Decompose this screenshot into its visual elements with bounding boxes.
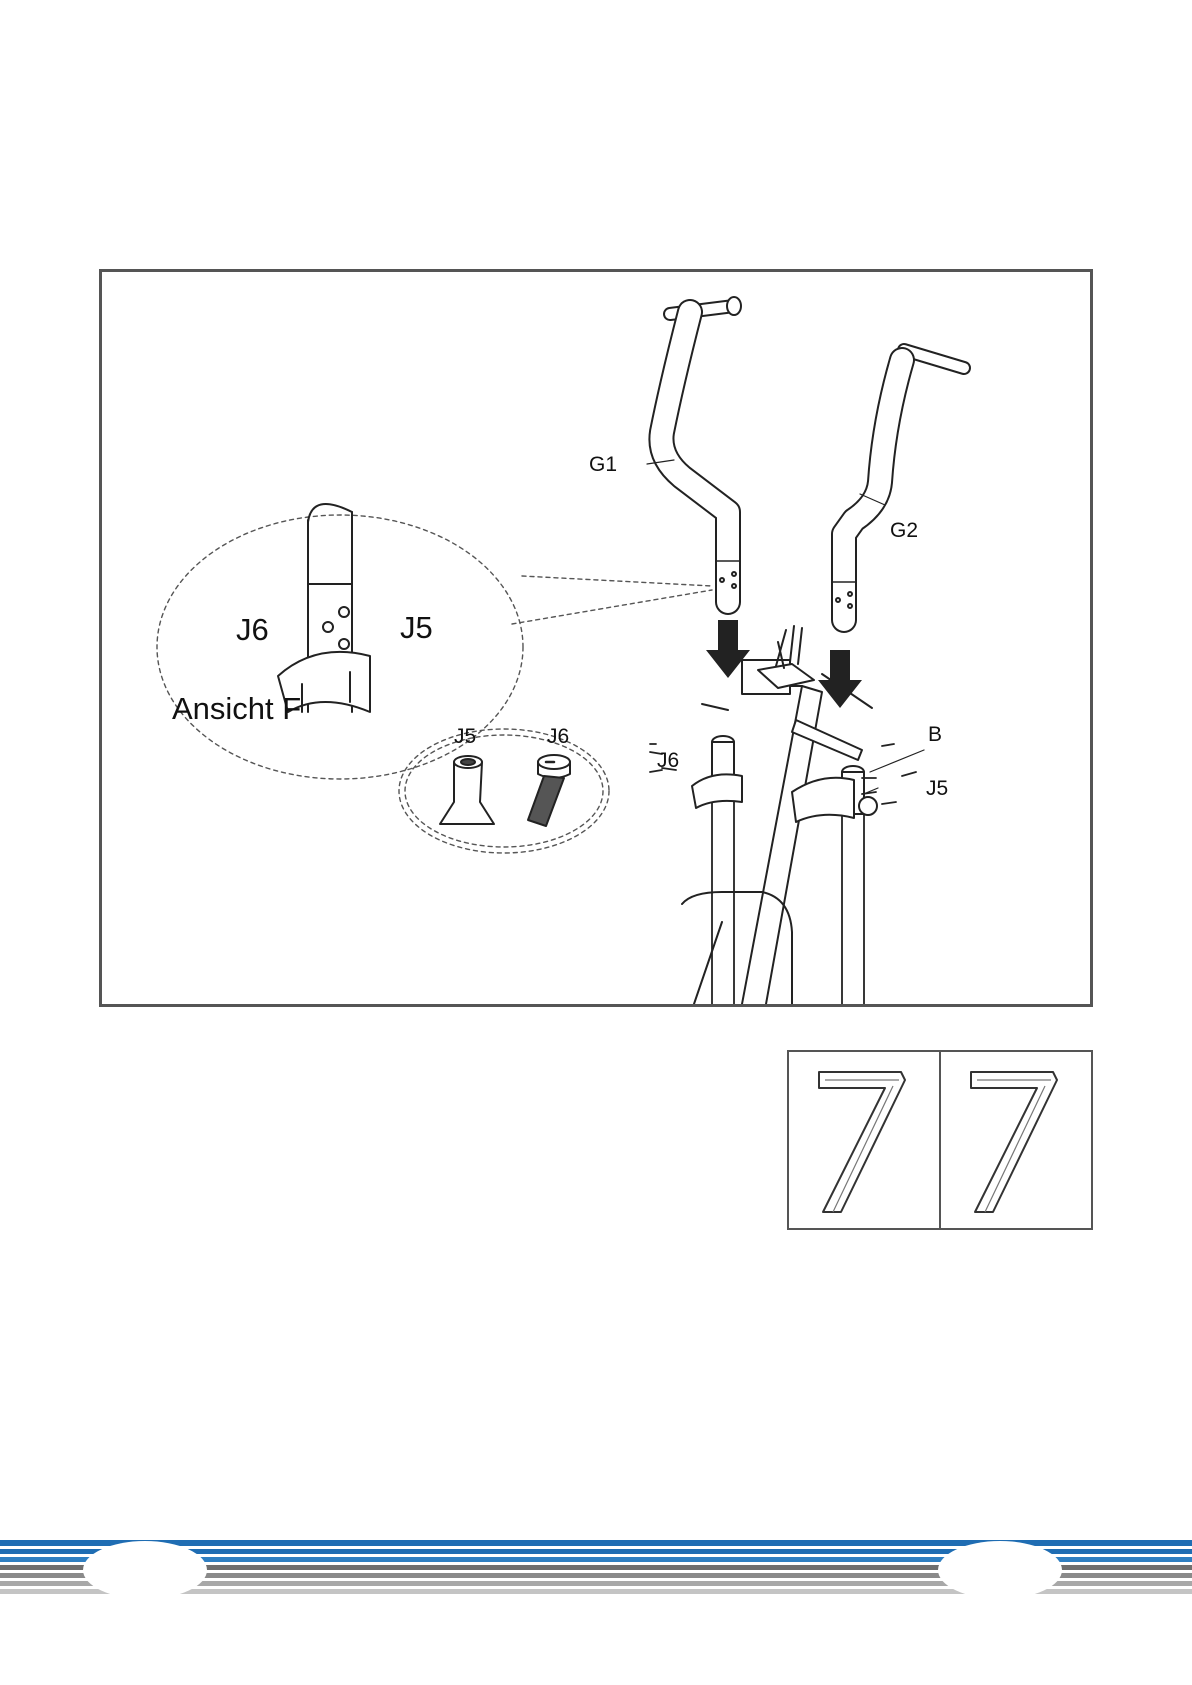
bolt-icon [528, 755, 570, 826]
tools-panel [787, 1050, 1093, 1230]
label-b: B [928, 724, 942, 745]
sleeve-nut-icon [440, 756, 494, 824]
label-zoom-j5: J5 [400, 612, 433, 643]
label-view: Ansicht F [172, 693, 301, 724]
allen-key-icon [941, 1052, 1091, 1228]
label-parts-j6: J6 [547, 726, 569, 747]
label-j5-main: J5 [926, 778, 948, 799]
footer-left-oval [83, 1541, 207, 1599]
allen-key-icon [789, 1052, 939, 1228]
tool-cell-1 [789, 1052, 939, 1228]
label-zoom-j6: J6 [236, 614, 269, 645]
label-g1: G1 [589, 454, 617, 475]
label-j6-main: J6 [657, 750, 679, 771]
handlebar-g2-drawing [832, 350, 964, 620]
handlebar-g1-drawing [661, 297, 741, 602]
label-parts-j5: J5 [454, 726, 476, 747]
footer-stripes [0, 1540, 1192, 1600]
label-g2: G2 [890, 520, 918, 541]
footer-right-oval [938, 1541, 1062, 1599]
assembly-diagram: G1 G2 B J6 J5 J6 J5 Ansicht F J5 J6 [99, 269, 1093, 1007]
frame-post-drawing [650, 626, 916, 1004]
zoom-tube-drawing [278, 504, 370, 712]
tool-cell-2 [939, 1052, 1091, 1228]
